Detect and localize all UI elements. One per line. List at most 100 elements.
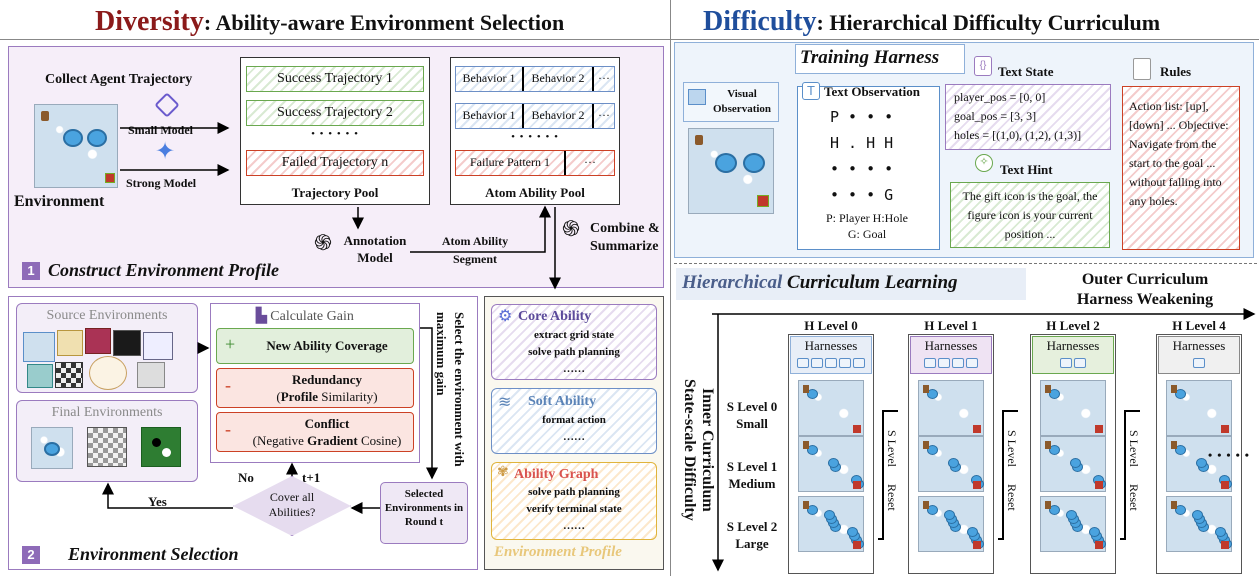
minus-sign: - <box>225 375 231 395</box>
section-number: 2 <box>22 546 40 564</box>
h-level-label: H Level 2 <box>1046 318 1100 333</box>
ability-graph-title: Ability Graph <box>514 467 599 482</box>
atom-segment-label: Atom Ability Segment <box>441 234 509 266</box>
harness-icon <box>825 358 837 369</box>
reset-text: Reset <box>1005 484 1019 511</box>
grid-world-tile <box>798 380 864 436</box>
harnesses-label: Harnesses <box>924 338 978 353</box>
left-title: Diversity: Ability-aware Environment Sel… <box>95 6 565 37</box>
h-level-column: H Level 2 Harnesses <box>1026 318 1120 576</box>
harness-icon <box>1060 358 1072 369</box>
harness-icon <box>952 358 964 369</box>
failure-row: Failure Pattern 1 ··· <box>455 150 615 176</box>
grid-world-tile <box>1166 380 1232 436</box>
harness-icon <box>853 358 865 369</box>
harness-icons <box>1159 354 1239 372</box>
section-1-label: 1 Construct Environment Profile <box>8 258 308 288</box>
behavior-2: Behavior 2 <box>524 67 594 91</box>
coverage-term: + New Ability Coverage <box>216 328 414 364</box>
bulb-icon: ✧ <box>975 154 993 172</box>
right-header: Difficulty: Hierarchical Difficulty Curr… <box>670 0 1259 40</box>
harnesses-label: Harnesses <box>804 338 858 353</box>
harness-icon <box>966 358 978 369</box>
text-obs-grid: P • • •H . H H• • • •• • • G P: Player H… <box>826 108 908 241</box>
yes-label: Yes <box>148 494 167 509</box>
braces-icon: {} <box>974 56 992 76</box>
behavior-more: ··· <box>598 71 610 85</box>
harness-icons <box>1033 354 1113 372</box>
coverage-label: New Ability Coverage <box>266 338 388 353</box>
vertical-divider <box>670 40 671 576</box>
harnesses-box: Harnesses <box>910 336 992 374</box>
success-trajectory-2: Success Trajectory 2 <box>246 100 424 126</box>
collect-label: Collect Agent Trajectory <box>45 72 193 87</box>
trajectory-pool-label: Trajectory Pool <box>291 185 379 200</box>
section-number: 1 <box>22 262 40 280</box>
failure-pattern-1: Failure Pattern 1 <box>456 151 566 175</box>
combine-label: Combine & Summarize <box>590 221 660 254</box>
reset-text: Reset <box>1127 484 1141 511</box>
curriculum-title-box <box>676 268 1026 300</box>
curriculum-title: Hierarchical Curriculum Learning <box>682 272 958 293</box>
s-level-text: S Level <box>1127 430 1141 467</box>
behavior-1: Behavior 1 <box>456 104 524 128</box>
rules-label: Rules <box>1160 64 1192 79</box>
section-2-label: 2 Environment Selection <box>8 540 298 570</box>
minus-sign: - <box>225 419 231 439</box>
s-level-text: S Level <box>1005 430 1019 467</box>
h-level-label: H Level 0 <box>804 318 858 333</box>
harnesses-box: Harnesses <box>790 336 872 374</box>
source-environments: Source Environments <box>16 303 198 393</box>
bar-chart-icon: ▙ <box>256 309 271 324</box>
redundancy-label: Redundancy <box>291 372 363 387</box>
environment-label: Environment <box>14 193 105 210</box>
behavior-row-1: Behavior 1 Behavior 2 ··· <box>455 66 615 92</box>
grid-world-tile <box>1166 496 1232 552</box>
right-title: Difficulty: Hierarchical Difficulty Curr… <box>703 6 1161 37</box>
trajectory-dots: • • • • • • <box>311 128 359 140</box>
text-state-box: player_pos = [0, 0]goal_pos = [3, 3]hole… <box>945 84 1111 150</box>
graph-icon: ✾ <box>497 465 509 480</box>
text-hint-label: Text Hint <box>1000 162 1053 177</box>
harnesses-label: Harnesses <box>1172 338 1226 353</box>
gear-icon: ⚙ <box>498 308 513 325</box>
harness-icon <box>839 358 851 369</box>
text-hint-box: The gift icon is the goal, the figure ic… <box>950 182 1110 248</box>
harness-icons <box>791 354 871 372</box>
soft-ability-title: Soft Ability <box>528 394 597 409</box>
waves-icon: ≋ <box>498 394 512 411</box>
harnesses-label: Harnesses <box>1046 338 1100 353</box>
dashed-separator <box>674 263 1257 264</box>
harness-icon <box>938 358 950 369</box>
harnesses-box: Harnesses <box>1032 336 1114 374</box>
section-title: Environment Selection <box>68 544 239 564</box>
visual-observation-box: Visual Observation <box>683 82 779 122</box>
atom-pool-label: Atom Ability Pool <box>485 185 585 200</box>
environment-image <box>34 104 118 188</box>
environment-profile-label: Environment Profile <box>494 544 622 560</box>
harness-icons <box>911 354 991 372</box>
success-trajectory-1: Success Trajectory 1 <box>246 66 424 92</box>
failed-trajectory: Failed Trajectory n <box>246 150 424 176</box>
behavior-1: Behavior 1 <box>456 67 524 91</box>
behavior-more: ··· <box>598 108 610 122</box>
harness-icon <box>1074 358 1086 369</box>
document-icon <box>1133 58 1151 80</box>
ellipsis-dots: • • • • • <box>1208 448 1251 462</box>
selected-environments: Selected Environments in Round t <box>380 482 468 544</box>
reset-text: Reset <box>885 484 899 511</box>
harness-icon <box>811 358 823 369</box>
conflict-term: - Conflict (Negative Gradient Cosine) <box>216 412 414 452</box>
text-observation-box <box>797 86 940 250</box>
harness-icon <box>797 358 809 369</box>
